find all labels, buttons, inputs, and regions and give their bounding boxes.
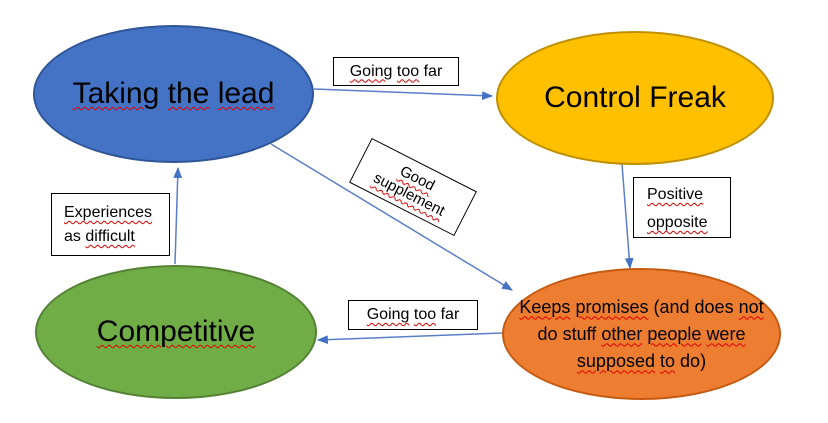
node-keeps-promises-label-line2: do stuff other people were: [537, 323, 746, 344]
edge-label-going-too-far-bottom: Going too far: [348, 300, 478, 330]
edge-label-positive-opposite-line1: Positive: [647, 186, 704, 203]
node-keeps-promises-label-line1: Keeps promises (and does not: [519, 296, 764, 317]
node-keeps-promises-label-line3: supposed to do): [576, 350, 707, 371]
edge-label-going-too-far-top: Going too far: [333, 57, 459, 86]
edge-label-experiences-line1: Experiences: [64, 204, 153, 221]
arrow-competitive-to-lead: [173, 166, 183, 265]
node-keeps-promises: Keeps promises (and does not do stuff ot…: [502, 268, 781, 400]
node-competitive-label: Competitive: [96, 315, 256, 348]
node-competitive: Competitive: [35, 265, 317, 399]
node-control-freak-label: Control Freak: [544, 81, 726, 114]
arrow-lead-to-keeps: [270, 143, 513, 291]
node-taking-the-lead: Taking the lead: [33, 25, 314, 163]
edge-label-positive-opposite-line2: opposite: [647, 214, 708, 231]
node-control-freak: Control Freak: [496, 31, 774, 165]
node-taking-the-lead-label: Taking the lead: [72, 77, 275, 110]
edge-label-positive-opposite: Positive opposite: [633, 177, 731, 238]
edge-label-experiences-line2: as difficult: [64, 228, 135, 245]
arrow-control-to-keeps: [621, 163, 634, 270]
arrow-keeps-to-competitive: [316, 332, 503, 345]
edge-label-going-too-far-top-text: Going too far: [349, 62, 443, 80]
edge-label-experiences-as-difficult: Experiences as difficult: [51, 193, 170, 256]
arrow-lead-to-control: [313, 88, 494, 101]
edge-label-going-too-far-bottom-text: Going too far: [366, 306, 460, 323]
